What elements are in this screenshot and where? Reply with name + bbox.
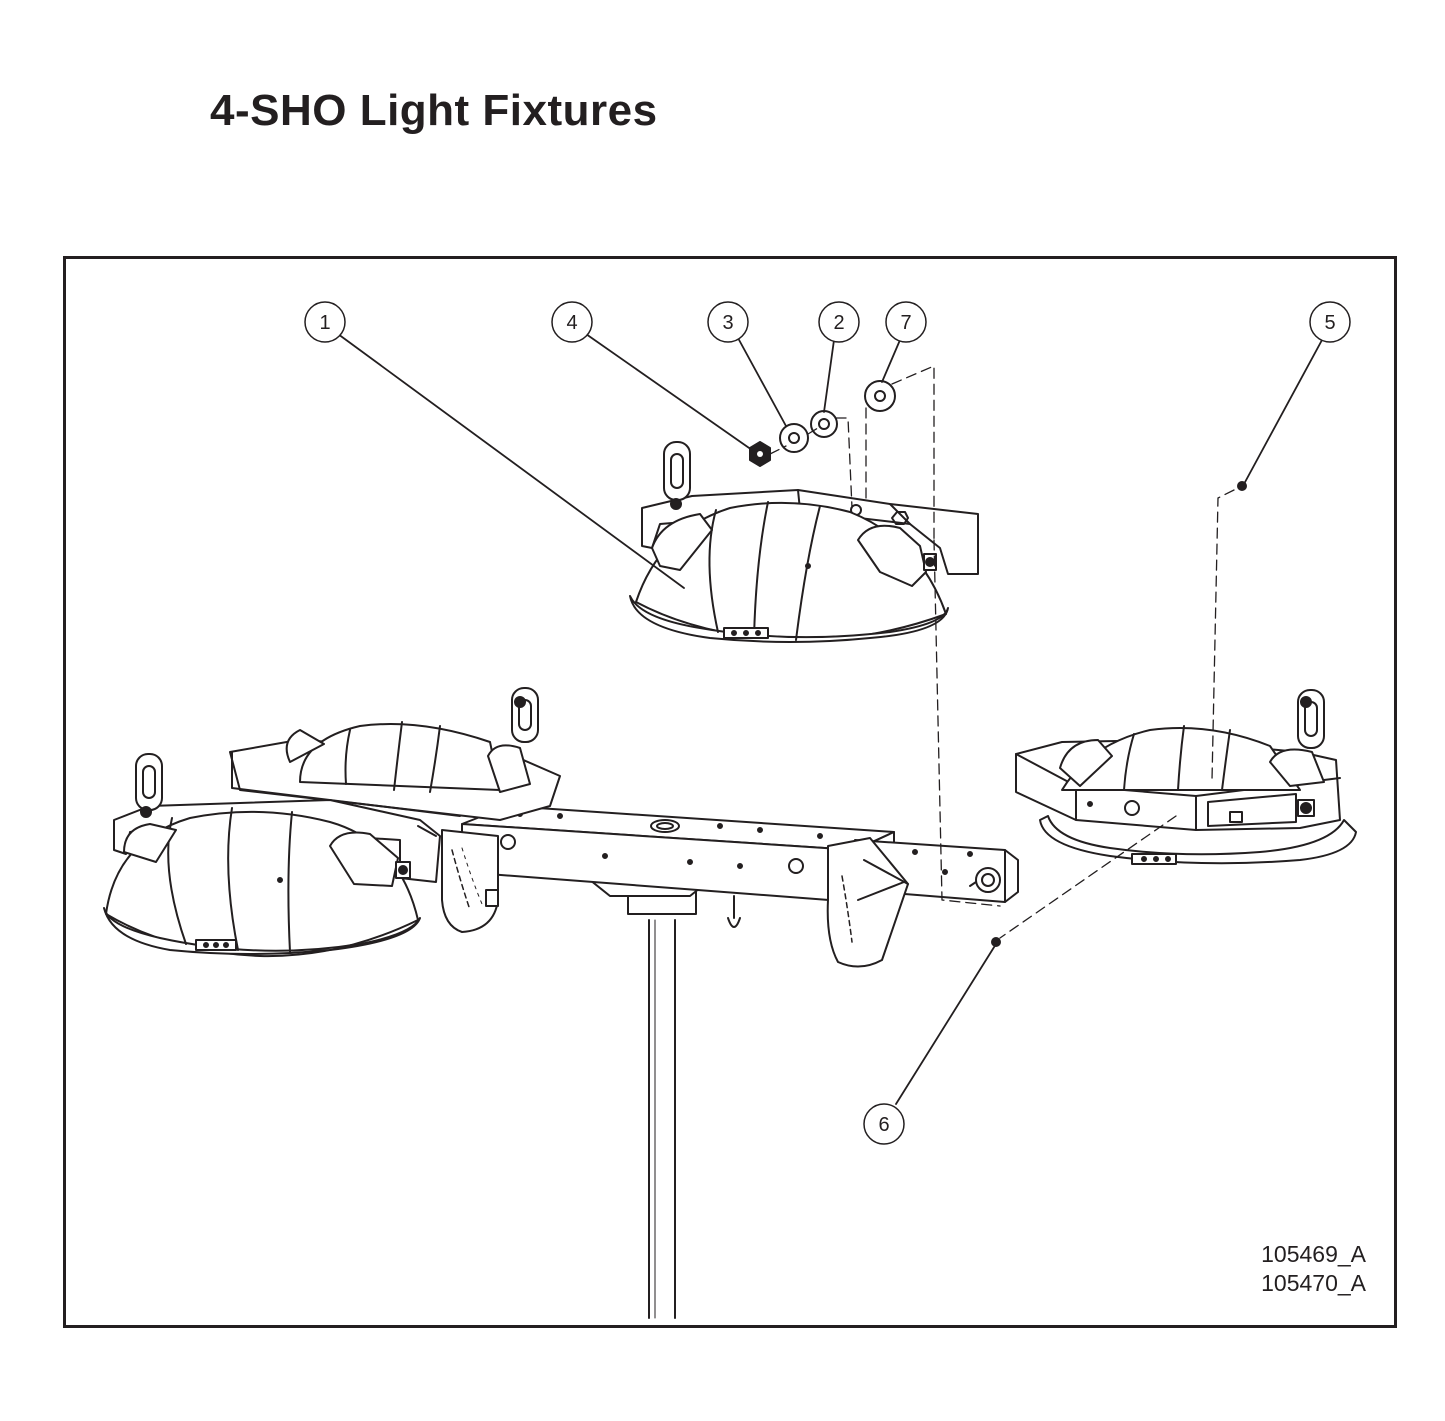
assembly-centerlines <box>769 365 1235 939</box>
drawing-number-2: 105470_A <box>1261 1270 1367 1296</box>
light-fixture-back-left <box>229 687 561 821</box>
tilt-plate-left <box>441 829 499 933</box>
washer-part-3 <box>779 423 809 453</box>
spacer-part-7 <box>864 380 896 412</box>
callout-bubble-5: 5 <box>1309 301 1351 343</box>
tilt-plate-right <box>826 837 909 968</box>
cross-arm-beam <box>461 805 1019 903</box>
callout-label: 7 <box>900 312 911 334</box>
mast-pole <box>589 872 741 1319</box>
page-title: 4-SHO Light Fixtures <box>210 86 658 135</box>
light-fixture-front-left <box>103 753 441 958</box>
callout-bubble-3: 3 <box>707 301 749 343</box>
callout-label: 5 <box>1324 312 1335 334</box>
callout-bubble-1: 1 <box>304 301 346 343</box>
drawing-frame <box>63 256 1397 1328</box>
light-fixture-exploded <box>629 441 979 643</box>
callout-bubble-6: 6 <box>863 1103 905 1145</box>
callout-bubble-4: 4 <box>551 301 593 343</box>
light-fixture-right <box>1015 689 1357 865</box>
callout-label: 3 <box>722 312 733 334</box>
callout-label: 4 <box>566 312 577 334</box>
callout-label: 2 <box>833 312 844 334</box>
drawing-number-1: 105469_A <box>1261 1241 1367 1267</box>
washer-part-2 <box>810 410 838 438</box>
callout-bubble-2: 2 <box>818 301 860 343</box>
leader-lines <box>337 333 1323 1105</box>
callout-label: 1 <box>319 312 330 334</box>
screw-part-6 <box>991 937 1001 947</box>
callout-bubble-7: 7 <box>885 301 927 343</box>
hex-nut-part-4 <box>749 441 771 467</box>
callout-label: 6 <box>878 1114 889 1136</box>
